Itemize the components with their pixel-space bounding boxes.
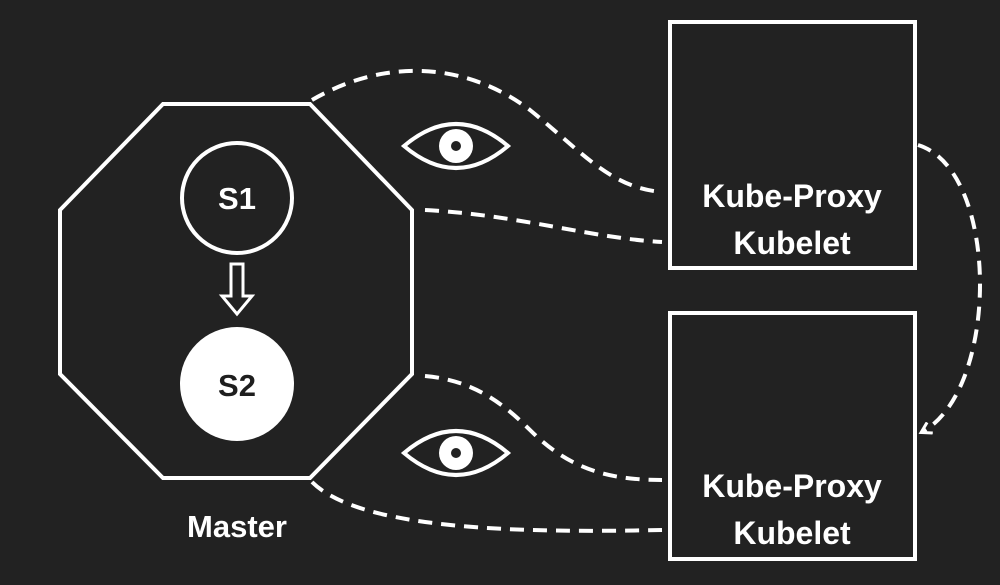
service-s1-label: S1 [218,181,256,216]
eye-icon [400,429,512,477]
watch-connector-node-1-upper [311,68,663,194]
service-s1-circle [180,141,294,255]
watch-connector-node-1-lower [424,208,663,244]
master-octagon [58,102,414,480]
node-box-1 [668,20,917,270]
eye-icon [400,122,512,170]
node-1-kubelet-label: Kubelet [733,225,851,261]
node-2-kubelet-label: Kubelet [733,515,851,551]
node-2-kube-proxy-label: Kube-Proxy [702,468,882,504]
node-1-kube-proxy-label: Kube-Proxy [702,178,882,214]
master-label: Master [187,509,287,544]
watch-connector-node-2-upper [424,374,663,482]
service-s2-label: S2 [218,368,256,403]
service-s2-circle [180,327,294,441]
down-arrow-icon [218,262,256,317]
watch-connector-node-2-lower [310,480,663,533]
node-to-node-arrow [917,143,982,432]
node-box-2 [668,311,917,561]
